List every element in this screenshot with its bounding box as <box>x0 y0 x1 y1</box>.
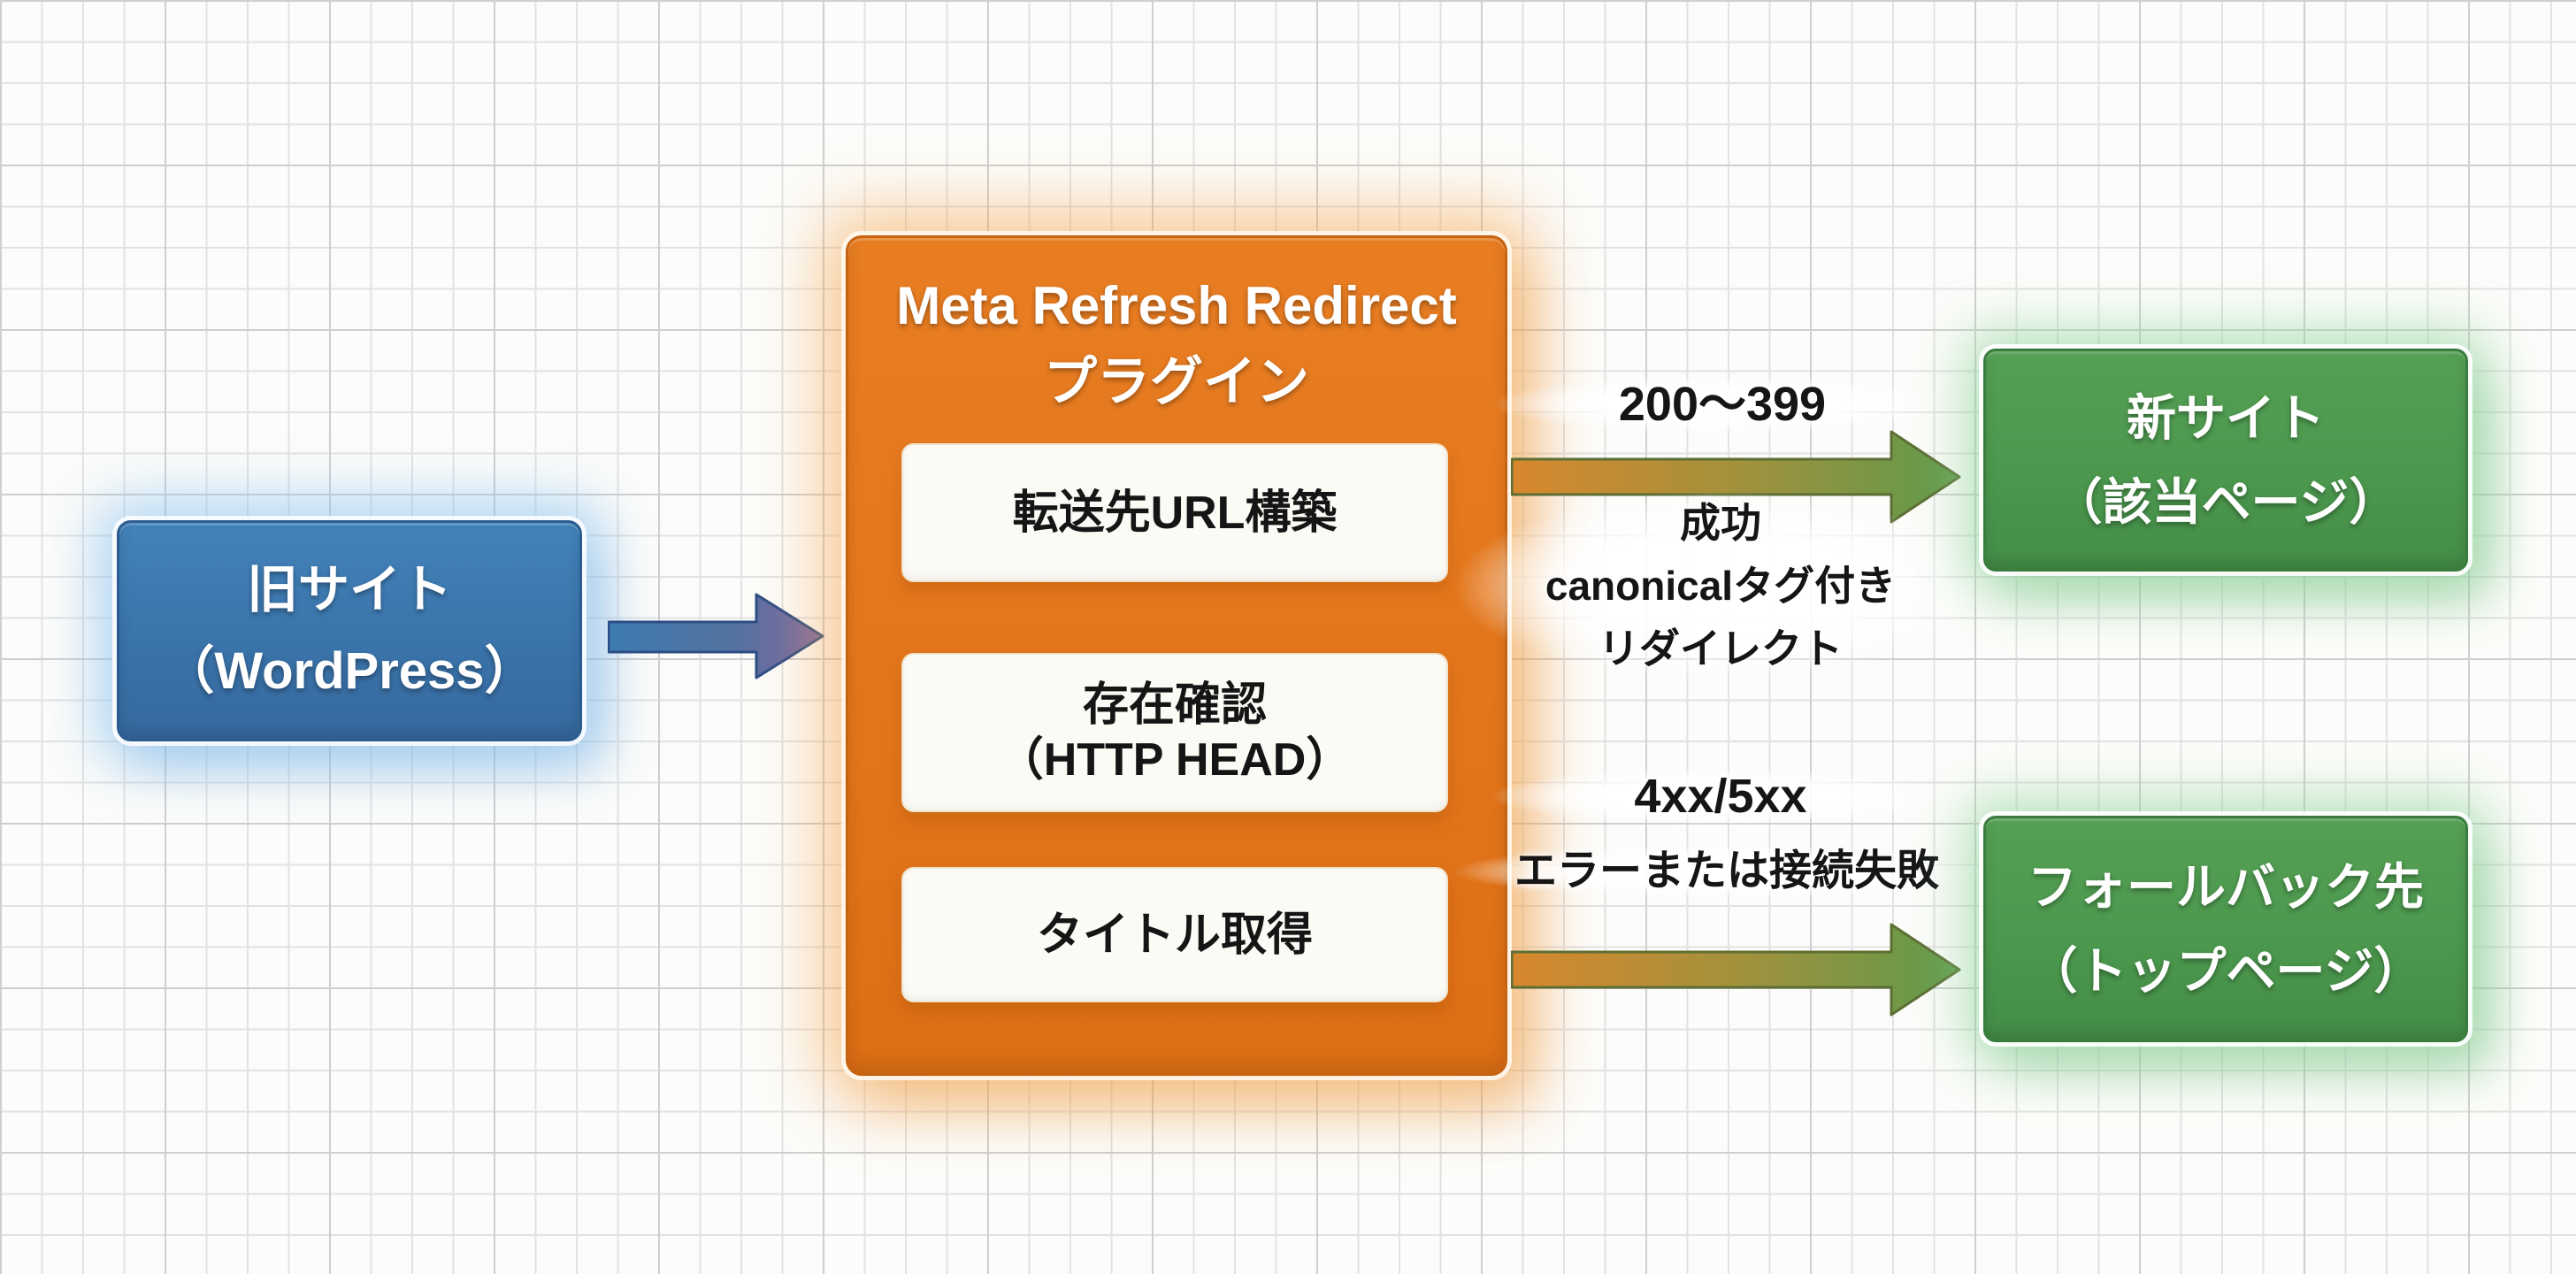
success-note-line1: 成功 <box>1680 500 1761 546</box>
plugin-title: Meta Refresh Redirect プラグイン <box>848 268 1505 420</box>
flow-arrow-failure-icon <box>1511 923 1961 1017</box>
success-note-line3: リダイレクト <box>1598 625 1843 672</box>
step-get-title-label: タイトル取得 <box>1036 909 1313 961</box>
flow-arrow-source-to-plugin-icon <box>608 593 824 679</box>
new-site-label-line2: （該当ページ） <box>2052 474 2399 530</box>
node-old-site: 旧サイト （WordPress） <box>117 520 582 741</box>
success-note-label: 成功 canonicalタグ付き リダイレクト <box>1455 492 1986 680</box>
success-note-line2: canonicalタグ付き <box>1545 563 1897 609</box>
step-build-url-label: 転送先URL構築 <box>1012 487 1338 539</box>
plugin-title-line2: プラグイン <box>1044 352 1309 411</box>
node-new-site: 新サイト （該当ページ） <box>1983 349 2468 572</box>
fallback-label-line2: （トップページ） <box>2028 943 2424 999</box>
plugin-step-build-url: 転送先URL構築 <box>901 443 1448 582</box>
success-status-code-label: 200〜399 <box>1492 375 1952 434</box>
node-plugin: Meta Refresh Redirect プラグイン 転送先URL構築 存在確… <box>846 235 1507 1076</box>
node-fallback: フォールバック先 （トップページ） <box>1983 816 2468 1042</box>
old-site-label-line2: （WordPress） <box>163 642 536 700</box>
failure-status-code-label: 4xx/5xx <box>1491 767 1951 825</box>
failure-note-label: エラーまたは接続失敗 <box>1453 845 2001 898</box>
new-site-label-line1: 新サイト <box>2127 390 2325 446</box>
plugin-title-line1: Meta Refresh Redirect <box>896 276 1457 335</box>
fallback-label-line1: フォールバック先 <box>2028 859 2424 915</box>
plugin-step-get-title: タイトル取得 <box>901 867 1448 1002</box>
step-existence-label: 存在確認 <box>1082 679 1267 731</box>
plugin-step-existence-check: 存在確認 （HTTP HEAD） <box>901 653 1448 812</box>
old-site-label-line1: 旧サイト <box>246 561 452 618</box>
step-existence-label2: （HTTP HEAD） <box>997 734 1353 786</box>
